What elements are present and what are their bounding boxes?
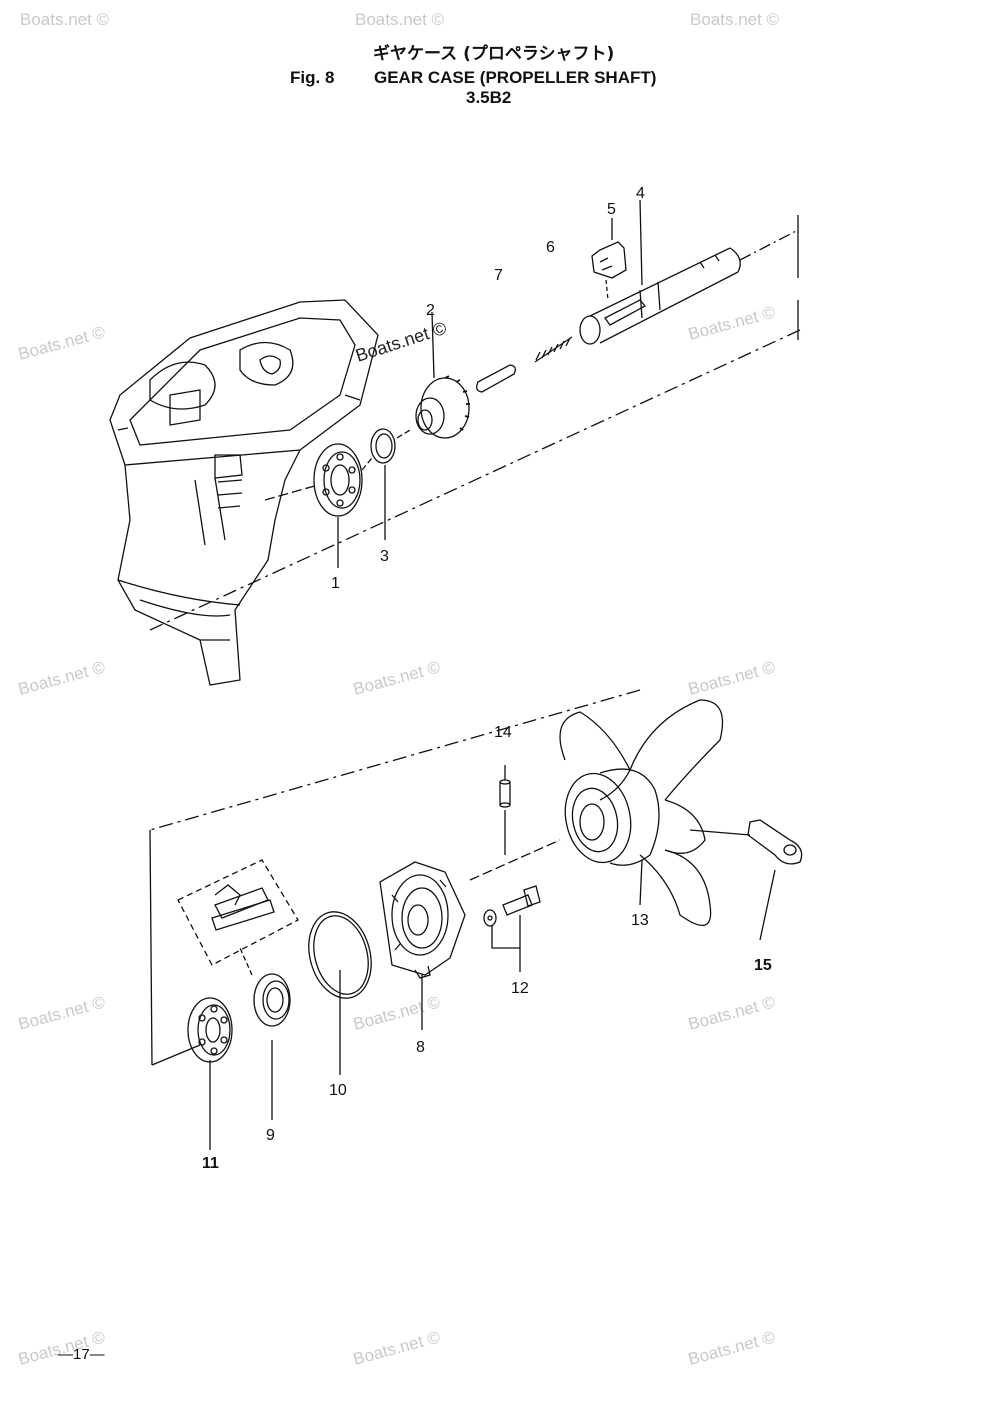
watermark: Boats.net ©: [20, 10, 110, 29]
watermark-inline: Boats.net ©: [353, 318, 449, 366]
leader-lines-lower: [149, 689, 776, 1150]
watermark: Boats.net ©: [686, 302, 777, 344]
callout-8: 8: [416, 1039, 425, 1056]
callout-3: 3: [380, 548, 389, 565]
callout-15: 15: [754, 957, 772, 974]
callout-14: 14: [494, 724, 512, 741]
callout-4: 4: [636, 185, 645, 202]
oil-seal-9: [253, 973, 291, 1027]
callout-6: 6: [546, 239, 555, 256]
figure-label: Fig. 8: [290, 68, 335, 87]
tab-15: [747, 819, 803, 865]
callout-10: 10: [329, 1082, 347, 1099]
callout-12: 12: [511, 980, 529, 997]
figure-title: GEAR CASE (PROPELLER SHAFT): [374, 68, 657, 87]
watermark: Boats.net ©: [16, 992, 107, 1034]
watermark: Boats.net ©: [686, 992, 777, 1034]
callout-5: 5: [607, 201, 616, 218]
watermark: Boats.net ©: [16, 657, 107, 699]
watermark: Boats.net ©: [686, 1327, 777, 1369]
washer-ring-3: [370, 428, 396, 464]
callout-2: 2: [426, 302, 435, 319]
page-number: —17—: [58, 1346, 105, 1363]
callout-9: 9: [266, 1127, 275, 1144]
watermarks: Boats.net © Boats.net © Boats.net © Boat…: [16, 10, 779, 1369]
ball-bearing-11: [187, 997, 233, 1063]
watermark: Boats.net ©: [355, 10, 445, 29]
watermark: Boats.net ©: [351, 657, 442, 699]
ball-bearing-1: [313, 443, 363, 517]
callout-numbers: 1 2 3 4 5 6 7 8 9 10 11 12 13 14 15: [202, 185, 772, 1172]
clutch-5: [591, 241, 627, 279]
watermark: Boats.net ©: [690, 10, 780, 29]
watermark: Boats.net ©: [686, 657, 777, 699]
callout-13: 13: [631, 912, 649, 929]
callout-11: 11: [202, 1155, 219, 1172]
detail-inset-box: [177, 859, 299, 966]
gear-case-housing: [109, 299, 379, 686]
bolt-washer-12: [483, 885, 541, 927]
watermark: Boats.net ©: [16, 322, 107, 364]
drive-gear-2: [415, 375, 470, 439]
leader-lines-upper: [149, 199, 801, 631]
propeller-shaft-cap-8: [379, 861, 466, 979]
callout-1: 1: [331, 575, 340, 592]
o-ring-10: [308, 911, 372, 999]
japanese-title: ギヤケース (プロペラシャフト): [373, 44, 615, 64]
model-label: 3.5B2: [466, 88, 512, 107]
watermark: Boats.net ©: [351, 1327, 442, 1369]
watermark: Boats.net ©: [351, 992, 442, 1034]
callout-7: 7: [494, 267, 503, 284]
spring-6: [534, 336, 573, 363]
pin-7: [476, 364, 516, 393]
propeller-shaft-4: [579, 247, 741, 345]
propeller-13: [559, 699, 751, 926]
cotter-pin-14: [499, 779, 511, 808]
